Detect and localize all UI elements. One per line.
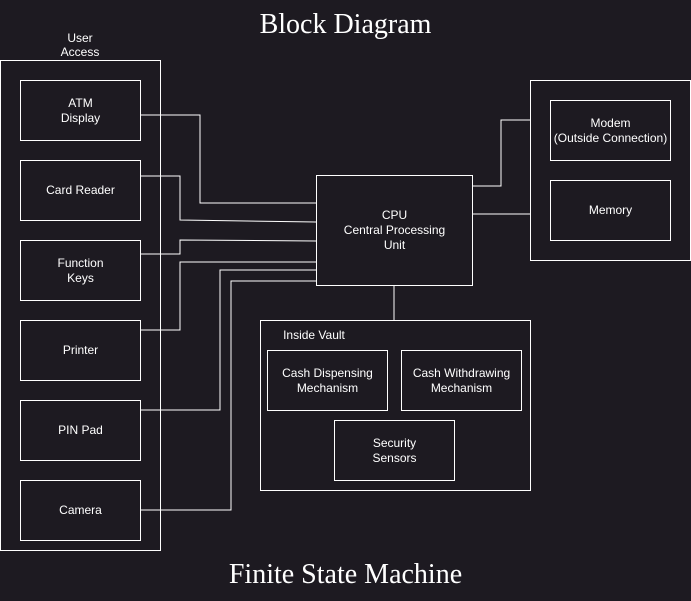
- security-sensors-block: Security Sensors: [334, 420, 455, 481]
- wire-atm-display: [140, 114, 316, 204]
- wire-card-reader: [140, 175, 317, 223]
- printer-block: Printer: [20, 320, 141, 381]
- diagram-title: Block Diagram: [259, 9, 432, 40]
- atm-display-block: ATM Display: [20, 80, 141, 141]
- cpu-block: CPU Central Processing Unit: [316, 175, 473, 286]
- memory-block: Memory: [550, 180, 671, 241]
- modem-block: Modem (Outside Connection): [550, 100, 671, 161]
- user-access-group: [0, 60, 161, 551]
- function-keys-block: Function Keys: [20, 240, 141, 301]
- inside-vault-label: Inside Vault: [283, 328, 345, 342]
- cash-withdrawing-block: Cash Withdrawing Mechanism: [401, 350, 522, 411]
- card-reader-block: Card Reader: [20, 160, 141, 221]
- wire-pin-pad: [140, 269, 316, 411]
- inside-vault-group: [260, 320, 531, 491]
- camera-block: Camera: [20, 480, 141, 541]
- cash-dispensing-block: Cash Dispensing Mechanism: [267, 350, 388, 411]
- pin-pad-block: PIN Pad: [20, 400, 141, 461]
- wire-modem: [473, 119, 530, 187]
- wire-camera: [140, 280, 316, 511]
- wire-function-keys: [140, 239, 317, 255]
- user-access-label: User Access: [60, 31, 100, 59]
- footer-title: Finite State Machine: [228, 559, 463, 590]
